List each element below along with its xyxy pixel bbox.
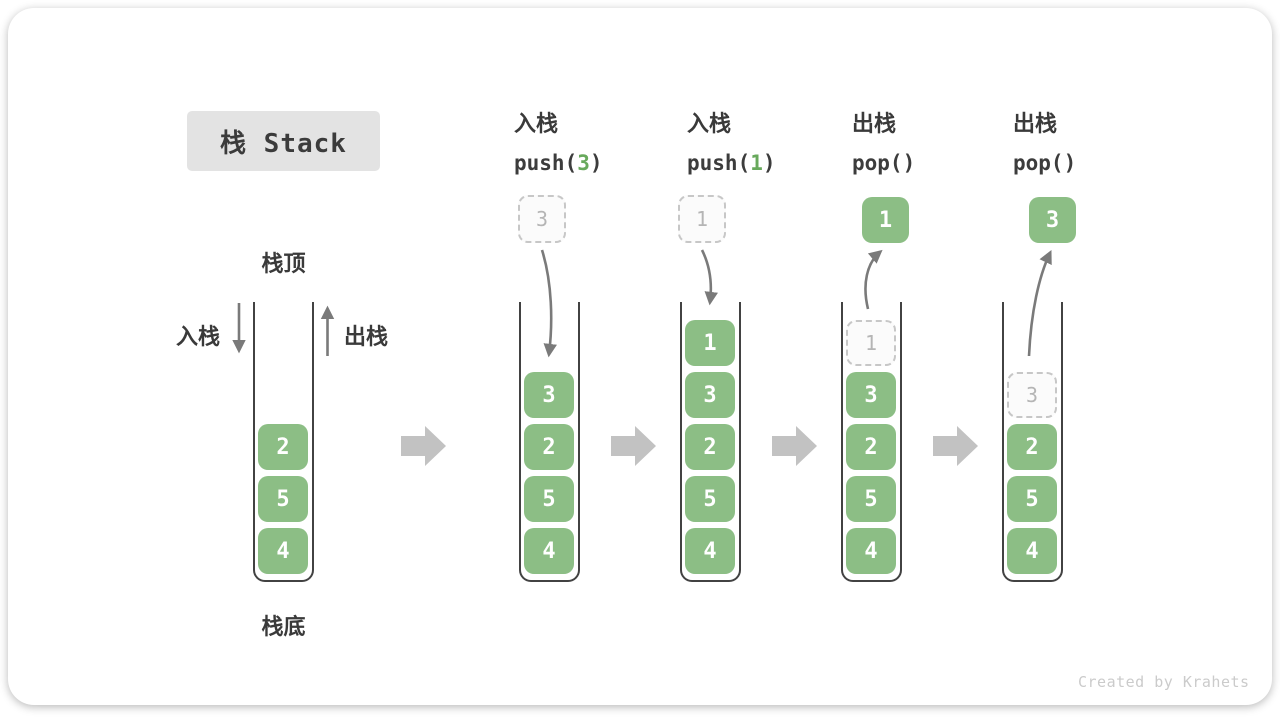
op-header-pop-3: 出栈 pop() — [1013, 106, 1076, 175]
stack-container-1 — [253, 302, 314, 582]
stack-bottom-label: 栈底 — [261, 614, 306, 639]
removed-slot-ghost: 1 — [846, 320, 896, 366]
stack-cell: 5 — [1007, 476, 1057, 522]
stack-cell: 4 — [524, 528, 574, 574]
op-name: 出栈 — [1013, 111, 1058, 136]
incoming-element-ghost: 1 — [678, 195, 726, 243]
stack-cell: 2 — [685, 424, 735, 470]
op-header-pop-1: 出栈 pop() — [852, 106, 915, 175]
removed-slot-ghost: 3 — [1007, 372, 1057, 418]
op-name: 入栈 — [514, 111, 559, 136]
pop-label: 出栈 — [344, 324, 389, 349]
popped-element: 1 — [862, 197, 909, 243]
stack-container-2 — [519, 302, 580, 582]
stack-cell: 2 — [1007, 424, 1057, 470]
stack-container-4 — [841, 302, 902, 582]
stack-container-5 — [1002, 302, 1063, 582]
stack-cell: 3 — [524, 372, 574, 418]
stack-cell: 4 — [258, 528, 308, 574]
stack-cell: 4 — [1007, 528, 1057, 574]
op-name: 出栈 — [852, 111, 897, 136]
incoming-element-ghost: 3 — [518, 195, 566, 243]
stack-cell: 2 — [258, 424, 308, 470]
watermark: Created by Krahets — [1078, 673, 1250, 691]
op-code: pop() — [1013, 151, 1077, 175]
stack-cell: 4 — [846, 528, 896, 574]
push-label: 入栈 — [176, 324, 221, 349]
op-header-push-3: 入栈 push(3) — [514, 106, 603, 175]
stack-cell: 5 — [685, 476, 735, 522]
stack-cell: 3 — [846, 372, 896, 418]
stack-cell: 5 — [258, 476, 308, 522]
stack-cell: 2 — [524, 424, 574, 470]
stack-cell: 3 — [685, 372, 735, 418]
popped-element: 3 — [1029, 197, 1076, 243]
figure-title: 栈 Stack — [187, 111, 380, 171]
op-header-push-1: 入栈 push(1) — [687, 106, 776, 175]
stack-top-label: 栈顶 — [261, 251, 306, 276]
op-name: 入栈 — [687, 111, 732, 136]
stack-cell: 5 — [524, 476, 574, 522]
stack-cell: 1 — [685, 320, 735, 366]
op-code: push(1) — [687, 151, 776, 175]
op-code: pop() — [852, 151, 916, 175]
stack-cell: 4 — [685, 528, 735, 574]
stack-cell: 2 — [846, 424, 896, 470]
op-code: push(3) — [514, 151, 603, 175]
stack-container-3 — [680, 302, 741, 582]
stack-cell: 5 — [846, 476, 896, 522]
